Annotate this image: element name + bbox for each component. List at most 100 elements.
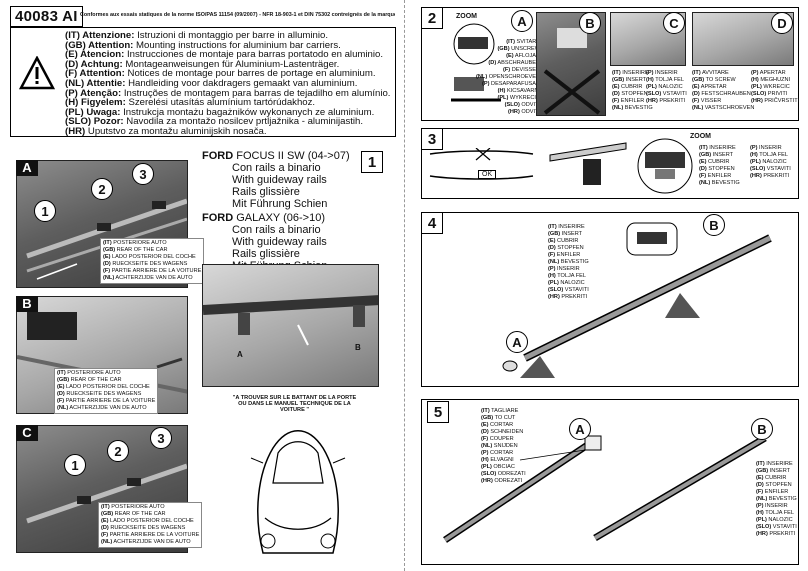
legend-line: (GB) TO CUT <box>481 415 526 422</box>
legend-text: ACHTERZIJDE VAN DE AUTO <box>114 275 193 281</box>
legend-code: (GB) <box>756 468 769 474</box>
step-2-legend-d-right: (P) APERTAR(H) MEGHUZNI(PL) WKRECIC(SLO)… <box>751 70 799 105</box>
legend-line: (P) DESAPARAFUSAR <box>476 81 540 88</box>
legend-text: ODVITI <box>519 102 541 108</box>
legend-line: (P) INSERIR <box>548 266 589 273</box>
legend-line: (IT) SVITARE <box>476 39 540 46</box>
step-5-legend-insert: (IT) INSERIRE(GB) INSERT(E) CUBRIR(D) ST… <box>756 461 797 538</box>
legend-code: (NL) <box>103 275 115 281</box>
legend-text: AVVITARE <box>700 70 729 76</box>
legend-text: NALOZIC <box>656 84 683 90</box>
legend-code: (F) <box>103 268 111 274</box>
rail-type-line: Con rails a binario <box>232 162 321 174</box>
legend-line: (SLO) VSTAVITI <box>750 166 791 173</box>
legend-line: (HR) PREKRITI <box>756 531 797 538</box>
legend-code: (NL) <box>699 180 711 186</box>
legend-line: (E) LADO POSTERIOR DEL COCHE <box>101 518 199 525</box>
legend-code: (IT) <box>103 240 112 246</box>
legend-line: (NL) BEVESTIG <box>699 180 740 187</box>
legend-line: (D) SCHNEIDEN <box>481 429 526 436</box>
legend-text: PREKRITI <box>559 294 588 300</box>
legend-text: VASTSCHROEVEN <box>703 105 755 111</box>
legend-code: (H) <box>756 510 764 516</box>
legend-code: (SLO) <box>750 166 766 172</box>
attention-text: Instruções de montagem para barras de te… <box>121 87 391 99</box>
step-5-box <box>421 399 799 565</box>
legend-line: (IT) INSERIRE <box>699 145 740 152</box>
step-5-legend-cut: (IT) TAGLIARE(GB) TO CUT(E) CORTAR(D) SC… <box>481 408 526 485</box>
legend-text: STOPFEN <box>555 245 584 251</box>
attention-line: (PL) Uwaga: Instrukcja montażu bagażnikó… <box>65 107 395 118</box>
legend-line: (IT) TAGLIARE <box>481 408 526 415</box>
legend-code: (D) <box>481 429 489 435</box>
legend-text: RUECKSEITE DES WAGENS <box>108 525 186 531</box>
legend-code: (P) <box>751 70 759 76</box>
rail-type-line: Rails glissière <box>232 248 300 260</box>
legend-line: (F) VISSER <box>692 98 754 105</box>
legend-text: CORTAR <box>488 450 514 456</box>
page-fold-divider <box>404 0 405 571</box>
legend-line: (IT) AVVITARE <box>692 70 754 77</box>
legend-text: SNIJDEN <box>492 443 518 449</box>
legend-line: (E) CUBRIR <box>756 475 797 482</box>
legend-text: INSERIRE <box>764 461 793 467</box>
legend-line: (NL) BEVESTIG <box>548 259 589 266</box>
legend-code: (NL) <box>476 74 488 80</box>
rail-zoom-illustration <box>203 295 378 346</box>
legend-code: (PL) <box>481 464 492 470</box>
legend-text: INSERT <box>560 231 583 237</box>
legend-line: (NL) ACHTERZIJDE VAN DE AUTO <box>101 539 199 546</box>
legend-line: (GB) INSERT <box>548 231 589 238</box>
legend-text: TO CUT <box>493 415 516 421</box>
legend-line: (F) PARTIE ARRIERE DE LA VOITURE <box>101 532 199 539</box>
legend-code: (H) <box>481 457 489 463</box>
marker-3-c: 3 <box>150 427 172 449</box>
legend-code: (IT) <box>692 70 701 76</box>
attention-text: Mounting instructions for aluminium bar … <box>133 39 341 51</box>
step-2-marker-d: D <box>771 12 793 34</box>
legend-text: POSTERIORE AUTO <box>65 370 121 376</box>
attention-text: Handleiding voor dakdragers gemaakt van … <box>125 77 358 89</box>
legend-code: (P) <box>756 503 764 509</box>
legend-text: VISSER <box>699 98 722 104</box>
legend-text: WYKRECIC <box>508 95 541 101</box>
legend-code: (HR) <box>481 478 493 484</box>
legend-line: (GB) REAR OF THE CAR <box>57 377 155 384</box>
legend-text: NALOZIC <box>766 517 793 523</box>
legend-line: (GB) REAR OF THE CAR <box>103 247 201 254</box>
legend-text: NALOZIC <box>558 280 585 286</box>
vehicle-list: FORD FOCUS II SW (04->07) Con rails a bi… <box>202 150 362 272</box>
legend-line: (PL) NALOZIC <box>548 280 589 287</box>
legend-text: DEVISSER <box>510 67 541 73</box>
legend-code: (GB) <box>497 46 510 52</box>
attention-lang: (IT) Attenzione: <box>65 30 135 41</box>
legend-code: (D) <box>548 245 556 251</box>
legend-code: (IT) <box>57 370 66 376</box>
legend-line: (D) RUECKSEITE DES WAGENS <box>57 391 155 398</box>
legend-code: (E) <box>506 53 514 59</box>
legend-line: (SLO) VSTAVITI <box>646 91 687 98</box>
legend-line: (IT) INSERIRE <box>548 224 589 231</box>
legend-line: (PL) OBCIAC <box>481 464 526 471</box>
attention-lang: (E) Atencion: <box>65 49 125 61</box>
legend-text: BEVESTIG <box>623 105 653 111</box>
attention-line: (SLO) Pozor: Navodila za montažo nosilce… <box>65 117 395 127</box>
step-3-box <box>421 128 799 199</box>
legend-code: (F) <box>699 173 707 179</box>
legend-text: TOLJA FEL <box>757 152 789 158</box>
attention-text: Instrucciones de montaje para barras por… <box>124 49 383 61</box>
legend-code: (HR) <box>756 531 768 537</box>
legend-text: POSTERIORE AUTO <box>111 240 167 246</box>
legend-line: (D) RUECKSEITE DES WAGENS <box>101 525 199 532</box>
legend-code: (P) <box>481 450 489 456</box>
legend-line: (HR) ODREZATI <box>481 478 526 485</box>
legend-line: (P) INSERIR <box>750 145 791 152</box>
rear-legend-b: (IT) POSTERIORE AUTO(GB) REAR OF THE CAR… <box>54 368 159 414</box>
legend-text: SCHNEIDEN <box>488 429 524 435</box>
legend-code: (GB) <box>481 415 494 421</box>
rear-legend-c: (IT) POSTERIORE AUTO(GB) REAR OF THE CAR… <box>98 502 203 548</box>
legend-code: (GB) <box>103 247 116 253</box>
legend-text: STOPFEN <box>706 166 735 172</box>
attention-line: (D) Achtung: Montageanweisungen für Alum… <box>65 59 395 70</box>
attention-text: Istruzioni di montaggio per barre in all… <box>134 30 329 41</box>
